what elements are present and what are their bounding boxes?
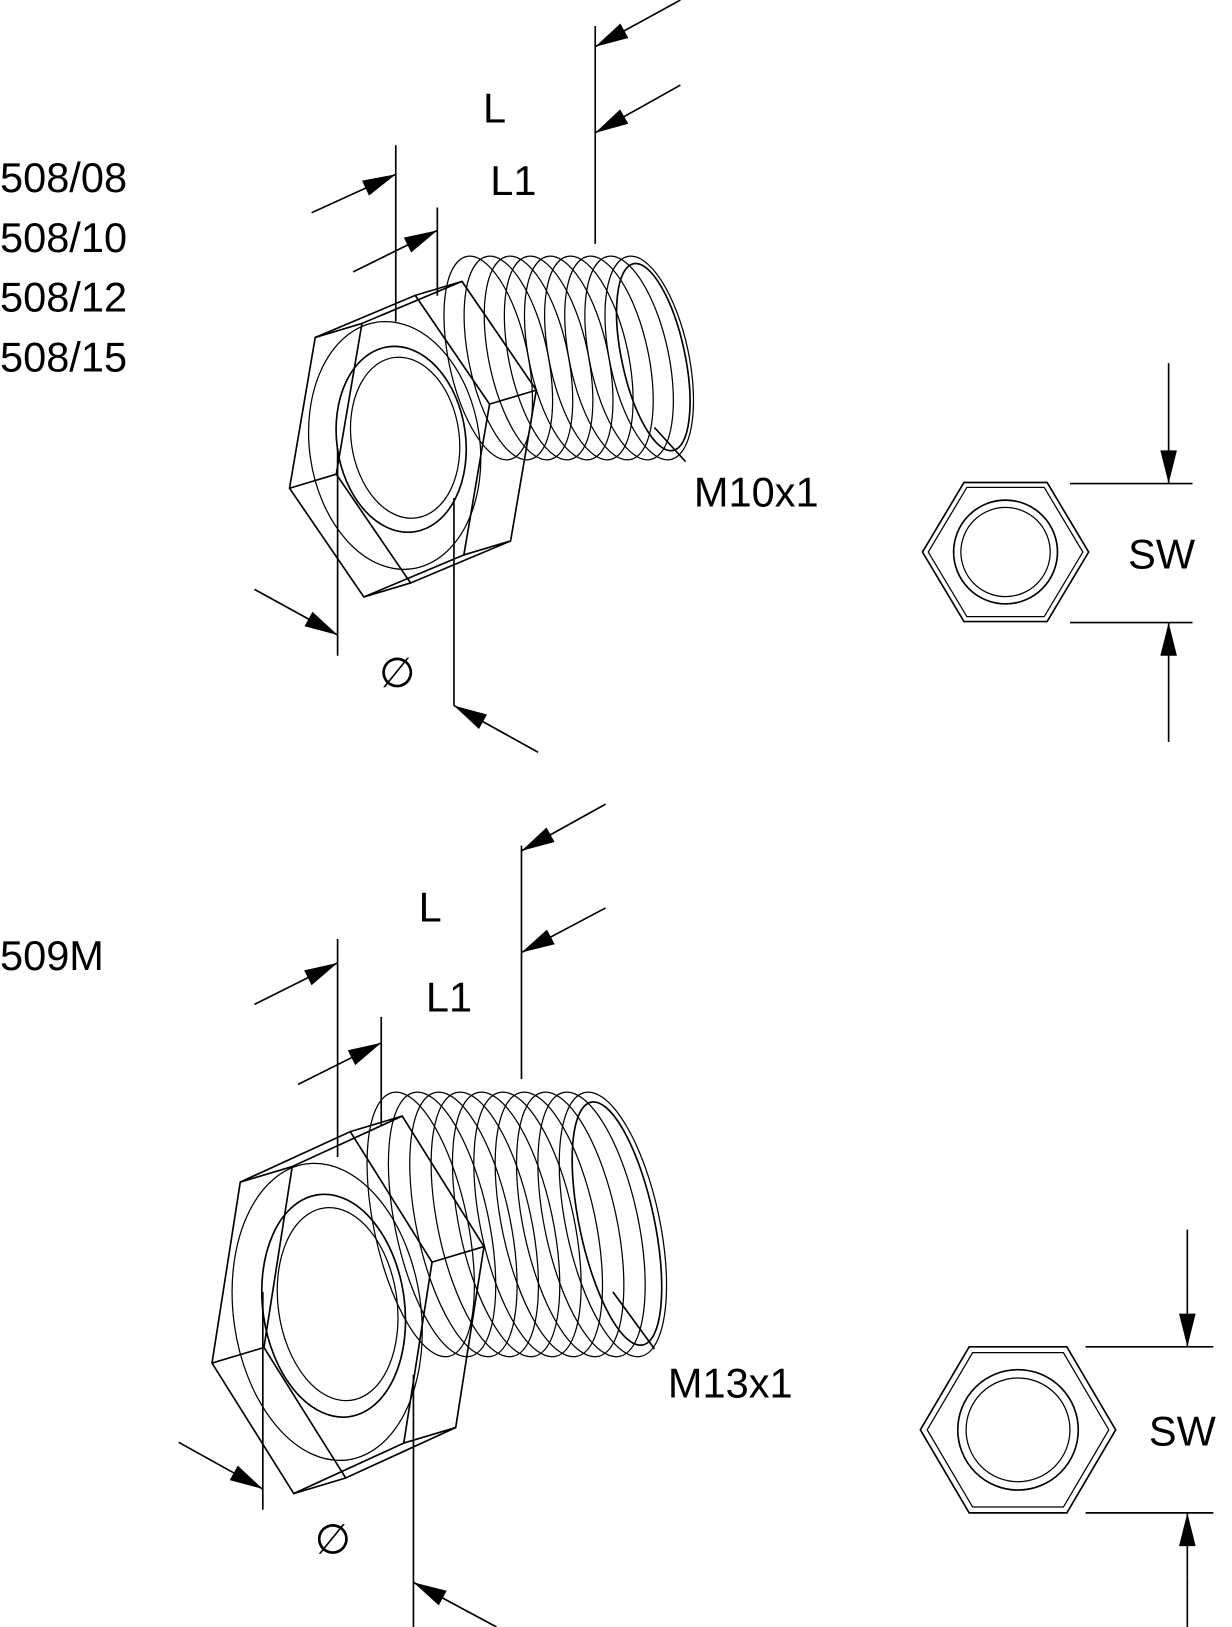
hex-end-view — [919, 1346, 1117, 1514]
arrowhead-icon — [521, 827, 555, 851]
top-dim-L: L — [483, 84, 506, 131]
hex-edge — [211, 1346, 265, 1364]
thread-ring — [387, 1091, 497, 1358]
end-view-bore — [952, 499, 1059, 605]
thread-ring — [515, 1091, 625, 1358]
hex-end-view — [921, 481, 1090, 623]
thread-ring — [537, 1091, 646, 1358]
part-number: 508/10 — [0, 214, 127, 261]
thread-end — [615, 262, 691, 452]
hex-edge — [463, 540, 511, 556]
hex-front-face — [288, 294, 491, 599]
hex-edge — [240, 1165, 293, 1183]
hex-front-face — [211, 1130, 433, 1495]
hex-edge — [489, 389, 537, 405]
top-sw-label: SW — [1128, 531, 1196, 578]
arrowhead-icon — [1160, 622, 1177, 656]
arrowhead-icon — [347, 1042, 382, 1066]
end-view-bore-inner — [960, 506, 1051, 598]
arrowhead-icon — [521, 929, 555, 953]
arrowhead-icon — [362, 174, 396, 196]
arrowhead-icon — [229, 1465, 263, 1489]
hex-edge — [431, 1245, 485, 1263]
arrowhead-icon — [304, 611, 338, 636]
hex-chamfer — [307, 320, 482, 570]
thread-ring — [584, 255, 674, 461]
top-dim-L1: L1 — [490, 157, 536, 204]
hex-end-chamfer — [927, 486, 1084, 618]
part-number: 508/12 — [0, 273, 127, 320]
hex-edge — [415, 280, 463, 297]
thread-ring — [451, 1091, 561, 1358]
fitting-geometry — [178, 0, 1214, 1627]
hex-end-chamfer — [926, 1352, 1110, 1508]
hex-edge — [293, 1477, 346, 1495]
end-view-bore-inner — [965, 1377, 1071, 1483]
part-number: 509M — [0, 932, 104, 979]
thread-leader — [653, 426, 687, 463]
arrowhead-icon — [453, 705, 488, 729]
thread-ring — [473, 1091, 582, 1358]
thread-ring — [409, 1091, 518, 1358]
bore-outer — [335, 345, 468, 534]
thread-ring — [564, 255, 654, 461]
thread-ring — [430, 1091, 540, 1358]
bottom-diameter-symbol: ∅ — [315, 1515, 351, 1562]
hex-edge — [403, 1426, 456, 1444]
hex-edge — [289, 473, 337, 490]
part-number: 508/08 — [0, 154, 127, 201]
thread-end — [571, 1101, 663, 1347]
top-thread-label: M10x1 — [694, 468, 819, 515]
bottom-thread-label: M13x1 — [668, 1360, 793, 1407]
thread-leader — [612, 1291, 656, 1350]
arrowhead-icon — [1179, 1313, 1196, 1347]
arrowhead-icon — [1179, 1512, 1196, 1547]
arrowhead-icon — [304, 962, 338, 986]
hex-edge — [314, 322, 363, 339]
bottom-dim-L: L — [419, 883, 442, 930]
top-part-numbers: 508/08 508/10 508/12 508/15 — [0, 154, 127, 380]
part-number: 508/15 — [0, 333, 127, 380]
thread-ring — [558, 1091, 668, 1358]
bore-inner — [276, 1206, 399, 1402]
bottom-dim-L1: L1 — [426, 974, 472, 1021]
arrowhead-icon — [403, 230, 438, 253]
bottom-sw-label: SW — [1149, 1407, 1217, 1454]
arrowhead-icon — [1160, 450, 1177, 484]
arrowhead-icon — [413, 1582, 447, 1606]
thread-ring — [366, 1091, 475, 1358]
hex-chamfer — [231, 1162, 423, 1462]
hex-edge — [363, 582, 411, 598]
end-view-bore — [956, 1368, 1080, 1491]
arrowhead-icon — [595, 109, 629, 133]
thread-ring — [543, 255, 634, 461]
thread-ring — [494, 1091, 604, 1358]
arrowhead-icon — [595, 23, 629, 47]
thread-ring — [604, 255, 695, 461]
top-diameter-symbol: ∅ — [379, 649, 415, 696]
bore-inner — [349, 356, 461, 519]
hex-edge — [350, 1115, 403, 1133]
